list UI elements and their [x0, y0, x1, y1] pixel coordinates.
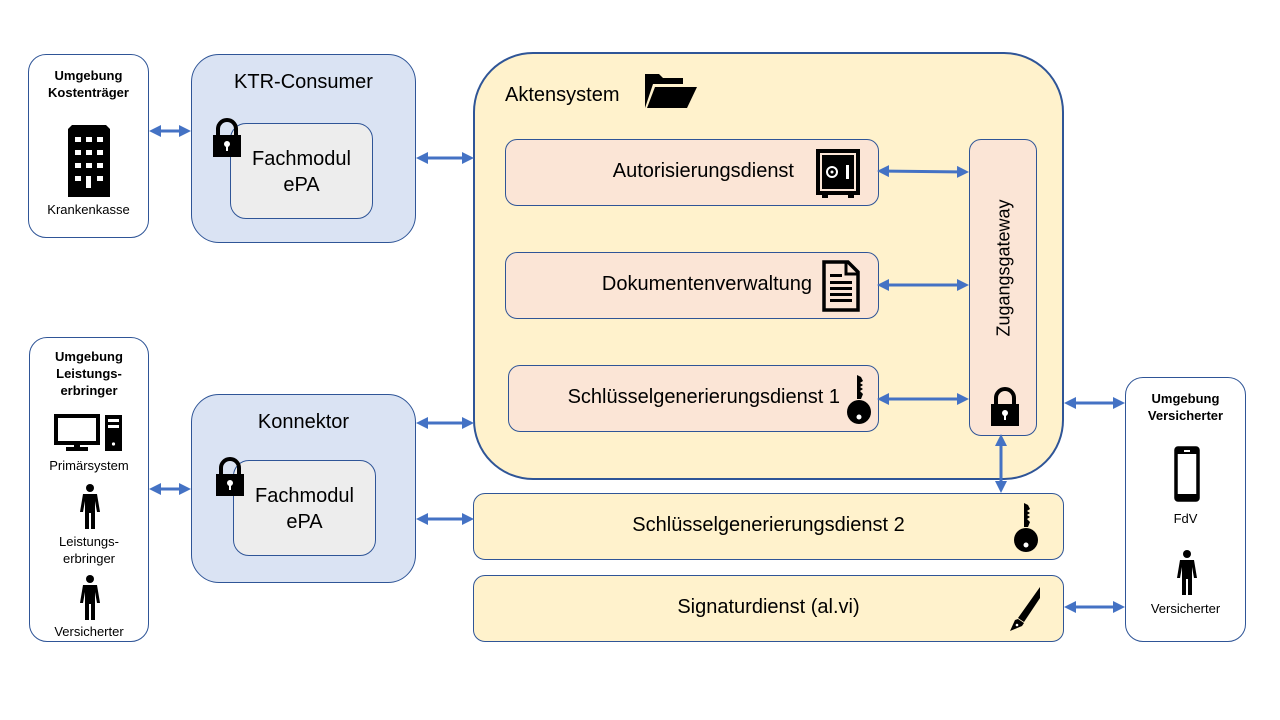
label-line: Leistungs-	[59, 534, 119, 549]
env-kostentraeger-title: Umgebung Kostenträger	[29, 67, 148, 101]
document-icon	[822, 260, 860, 312]
versicherter-label: Versicherter	[1150, 601, 1221, 616]
lock-icon	[991, 387, 1019, 426]
zugangsgateway: Zugangsgateway	[969, 139, 1037, 436]
ktr-fachmodul: Fachmodul ePA	[230, 123, 373, 219]
title-line: Umgebung	[1151, 391, 1220, 406]
module-line: ePA	[283, 174, 320, 196]
module-line: Fachmodul	[252, 148, 351, 170]
ktr-consumer-title: KTR-Consumer	[234, 71, 373, 93]
computer-icon	[54, 414, 122, 451]
service-label: Schlüsselgenerierungsdienst 2	[632, 514, 905, 536]
key-icon	[1014, 503, 1038, 552]
service-dokumentenverwaltung: Dokumentenverwaltung	[505, 252, 879, 319]
module-line: ePA	[286, 511, 323, 533]
service-label: Autorisierungsdienst	[612, 160, 794, 182]
primaersystem-label: Primärsystem	[49, 458, 129, 473]
person-icon	[80, 484, 100, 529]
aktensystem-title: Aktensystem	[505, 84, 620, 106]
service-signaturdienst: Signaturdienst (al.vi)	[473, 575, 1064, 642]
env-leistungserbringer: Umgebung Leistungs- erbringer Primärsyst…	[29, 337, 149, 642]
key-icon	[847, 375, 871, 424]
person-icon	[80, 575, 100, 620]
pen-icon	[1010, 587, 1040, 631]
krankenkasse-label: Krankenkasse	[47, 202, 130, 217]
title-line: Umgebung	[55, 349, 123, 364]
konnektor: Konnektor Fachmodul ePA	[191, 394, 416, 583]
lock-icon	[213, 118, 241, 157]
title-line: erbringer	[60, 383, 118, 398]
fdv-label: FdV	[1173, 511, 1198, 526]
building-icon	[68, 125, 110, 197]
service-schluesselgenerierungsdienst-2: Schlüsselgenerierungsdienst 2	[473, 493, 1064, 560]
title-line: Leistungs-	[56, 366, 122, 381]
versicherter-label: Versicherter	[54, 624, 124, 639]
folder-icon	[645, 74, 697, 108]
leistungserbringer-label: Leistungs- erbringer	[30, 533, 148, 567]
service-label: Schlüsselgenerierungsdienst 1	[567, 386, 840, 408]
service-label: Dokumentenverwaltung	[601, 273, 812, 295]
person-icon	[1177, 550, 1197, 595]
env-leistungserbringer-title: Umgebung Leistungs- erbringer	[30, 348, 148, 399]
service-label: Signaturdienst (al.vi)	[677, 596, 860, 618]
konnektor-title: Konnektor	[257, 411, 350, 433]
safe-icon	[816, 149, 860, 198]
title-line: Versicherter	[1147, 408, 1224, 423]
service-autorisierungsdienst: Autorisierungsdienst	[505, 139, 879, 206]
aktensystem: Aktensystem Autorisierungsdienst Dokumen…	[473, 52, 1064, 480]
service-schluesselgenerierungsdienst-1: Schlüsselgenerierungsdienst 1	[508, 365, 879, 432]
label-line: erbringer	[62, 551, 116, 566]
env-kostentraeger: Umgebung Kostenträger Krankenkasse	[28, 54, 149, 238]
arrow-autorisierung-gateway	[877, 165, 969, 178]
title-line: Kostenträger	[48, 85, 129, 100]
env-versicherter-title: Umgebung Versicherter	[1126, 390, 1245, 424]
konnektor-fachmodul: Fachmodul ePA	[233, 460, 376, 556]
ktr-consumer: KTR-Consumer Fachmodul ePA	[191, 54, 416, 243]
smartphone-icon	[1174, 446, 1200, 502]
lock-icon	[216, 457, 244, 496]
module-line: Fachmodul	[255, 485, 354, 507]
title-line: Umgebung	[54, 68, 123, 83]
env-versicherter: Umgebung Versicherter FdV Versicherter	[1125, 377, 1246, 642]
